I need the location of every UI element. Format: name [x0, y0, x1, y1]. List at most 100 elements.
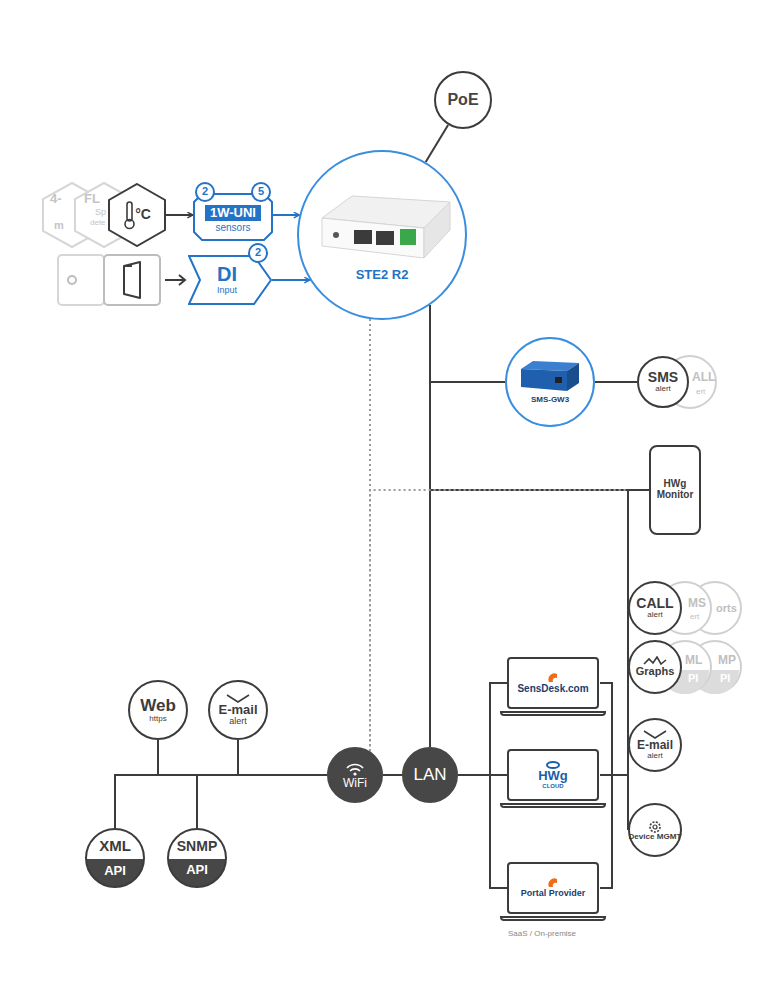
cloud-logo [546, 761, 560, 769]
node-text: Graphs [636, 666, 675, 678]
node-text: CLOUD [542, 783, 563, 789]
callout-number: 5 [251, 182, 271, 202]
network-circle: WiFi [327, 747, 383, 803]
caption-note: SaaS / On-premise [508, 930, 576, 938]
sms-gateway-device-part [521, 369, 567, 391]
connector-line [383, 774, 402, 776]
wifi-icon [344, 761, 366, 777]
connector-arrow [273, 214, 299, 216]
connector-line [595, 381, 637, 383]
node-text: Input [217, 286, 237, 296]
service-circle: PoE [434, 71, 492, 129]
node-text: Portal Provider [521, 889, 586, 899]
connector-line [458, 683, 507, 775]
node-text: API [104, 864, 126, 878]
connector-arrow [272, 279, 310, 281]
device-circle: STE2 R2 [297, 150, 467, 320]
gear-icon [646, 819, 664, 833]
graph-icon-part [644, 657, 666, 664]
envelope-icon-part [644, 731, 666, 738]
service-circle: Device MGMT [628, 803, 682, 857]
faded-label: m [54, 220, 64, 231]
envelope-icon [226, 694, 250, 703]
sensor-hexagon: °C [108, 183, 166, 247]
hexagon-shape [109, 184, 165, 246]
laptop-base [500, 803, 606, 808]
faded-sensor-box [58, 255, 104, 305]
faded-label: Sp [95, 208, 106, 217]
node-text: LAN [413, 766, 446, 784]
service-circle: Webhttps [128, 680, 188, 740]
connector-line [458, 775, 507, 888]
service-circle: Graphs [628, 640, 682, 694]
input-badge: DIInput2 [188, 255, 272, 305]
door-sensor-box [104, 255, 160, 305]
node-text: E-mail [637, 739, 673, 752]
node-text: HWg [538, 769, 568, 783]
node-text: WiFi [343, 777, 367, 790]
graph-icon [643, 656, 667, 666]
node-text: 2 [202, 186, 208, 198]
node-text: 1W-UNI [205, 205, 261, 221]
sms-gateway-device-part [555, 377, 562, 383]
node-text: alert [655, 385, 671, 394]
faded-label: FL [84, 192, 100, 205]
faded-label: MS [688, 597, 706, 609]
cloud-logo-part [547, 762, 559, 768]
laptop-portal: SensDesk.com [507, 657, 599, 709]
laptop-base [500, 711, 606, 716]
faded-label: ALL [692, 371, 715, 383]
node-text: SMS-GW3 [531, 396, 569, 405]
node-text: PoE [447, 91, 478, 108]
node-text: Web [140, 697, 176, 715]
faded-label: orts [716, 603, 737, 614]
node-text: alert [647, 611, 663, 620]
service-circle: SMSalert [637, 356, 689, 408]
portal-logo [547, 877, 559, 889]
node-text: °C [135, 207, 151, 222]
connector-line [158, 740, 327, 775]
portal-logo [547, 672, 559, 684]
node-text: SMS [648, 370, 678, 385]
portal-logo-part [548, 673, 557, 682]
chevron-shape [189, 256, 271, 304]
node-text: CALL [636, 596, 673, 611]
device-circle: SMS-GW3 [505, 337, 595, 427]
node-text: E-mail [218, 703, 257, 717]
callout-number: 2 [195, 182, 215, 202]
ste2-device-part [333, 232, 339, 238]
node-text: 2 [255, 247, 261, 259]
service-circle: E-mailalert [628, 718, 682, 772]
node-text: Device MGMT [628, 833, 681, 842]
faded-label: ert [690, 613, 699, 621]
laptop-portal: HWgCLOUD [507, 749, 599, 801]
thermometer-icon-part [127, 202, 132, 221]
ste2-device [312, 188, 452, 264]
node-text: alert [647, 752, 663, 761]
connector-arrow [166, 214, 193, 216]
node-text: STE2 R2 [356, 268, 409, 282]
wireless-link [370, 490, 649, 751]
thermometer-icon [123, 200, 135, 230]
thermometer-icon-part [125, 220, 134, 229]
envelope-icon-part [227, 695, 249, 702]
node-text: XML [99, 838, 131, 854]
node-text: alert [229, 717, 247, 727]
wifi-icon-part [353, 772, 356, 775]
node-text: https [149, 715, 166, 724]
sensor-badge: 1W-UNIsensors25 [193, 193, 273, 241]
portal-logo-part [548, 879, 557, 888]
faded-label: dete [90, 219, 106, 227]
api-circle: SNMPAPI [167, 828, 227, 888]
faded-sensor-dot [68, 276, 76, 284]
connector-line [426, 125, 448, 162]
connector-line [197, 775, 327, 828]
faded-label: ert [696, 388, 705, 396]
faded-label: MP [718, 654, 736, 666]
connector-line [115, 775, 327, 828]
phone-app: HWg Monitor [649, 445, 701, 535]
wifi-icon-part [347, 764, 363, 770]
network-circle: LAN [402, 747, 458, 803]
ste2-device-part [400, 229, 416, 245]
ste2-device-part [354, 230, 372, 244]
